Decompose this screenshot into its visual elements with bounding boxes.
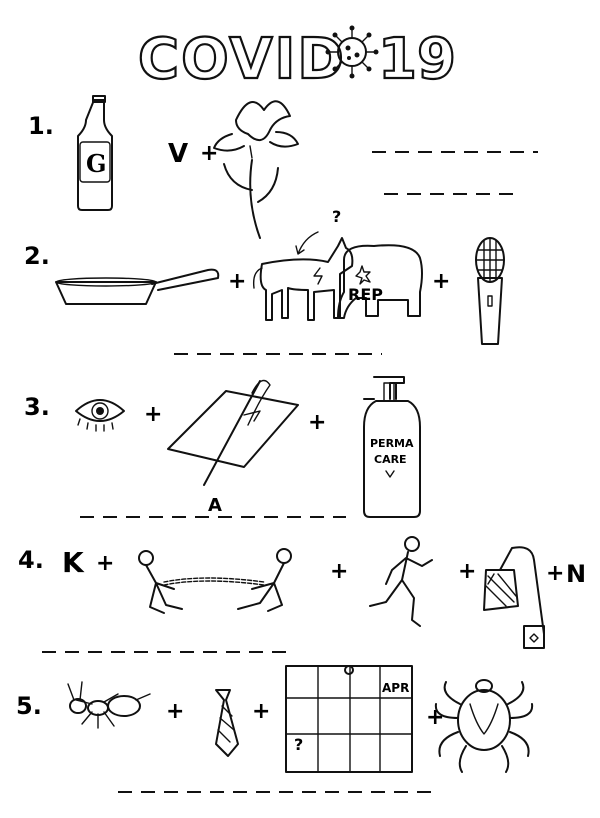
- beer-bottle-icon: G: [77, 95, 113, 211]
- needle-thread-icon: [167, 379, 299, 486]
- tie-icon: [215, 689, 239, 757]
- puzzle-2: 2. + ? REP +: [0, 200, 600, 370]
- lotion-bottle-icon: PERMA CARE: [363, 376, 421, 518]
- plus-sign: +: [144, 402, 162, 427]
- puzzle-title: COVID 19: [0, 0, 600, 93]
- puzzle-1: 1. G V +: [0, 90, 600, 240]
- svg-text:G: G: [86, 149, 107, 178]
- microphone-icon: [475, 237, 505, 345]
- elephant-icon: REP: [337, 244, 423, 319]
- plus-sign: +: [330, 559, 348, 584]
- puzzle-1-number: 1.: [28, 112, 54, 140]
- plus-sign: +: [546, 561, 564, 586]
- puzzle-2-question: ?: [332, 207, 341, 226]
- plus-sign: +: [96, 551, 114, 576]
- virus-icon: [325, 25, 379, 79]
- ant-icon: [67, 681, 151, 729]
- plus-sign: +: [166, 699, 184, 724]
- title-art: COVID 19: [137, 25, 457, 93]
- plus-sign: +: [458, 559, 476, 584]
- puzzle-2-number: 2.: [24, 242, 50, 270]
- arrow-icon: [295, 231, 319, 255]
- puzzle-4-letter-k: K: [62, 546, 85, 579]
- calendar-month: APR: [382, 681, 409, 695]
- plus-sign: +: [426, 705, 444, 730]
- bottle-label-line1: PERMA: [370, 437, 414, 450]
- plus-sign: +: [432, 269, 450, 294]
- frying-pan-icon: [55, 268, 220, 305]
- title-right: 19: [378, 27, 456, 92]
- tug-of-war-icon: [138, 548, 292, 614]
- title-left: COVID: [138, 27, 346, 92]
- plus-sign: +: [308, 410, 326, 435]
- eye-icon: [75, 399, 125, 432]
- calendar-icon: APR ?: [285, 665, 413, 773]
- tea-bag-icon: [483, 546, 545, 649]
- puzzle-5-number: 5.: [16, 692, 42, 720]
- iris-flower-icon: [213, 100, 299, 239]
- puzzle-4-letter-n: N: [566, 560, 586, 588]
- plus-sign: +: [252, 699, 270, 724]
- puzzle-4-number: 4.: [18, 546, 44, 574]
- bottle-label-line2: CARE: [374, 453, 407, 466]
- puzzle-3: 3. + A + PERMA CARE: [0, 365, 600, 525]
- elephant-sign: REP: [348, 285, 383, 304]
- plus-sign: +: [228, 269, 246, 294]
- puzzle-3-letter-a: A: [208, 495, 222, 516]
- puzzle-4: 4. K + + + + N: [0, 530, 600, 665]
- puzzle-1-letter-v: V: [168, 139, 188, 169]
- tick-icon: [434, 679, 534, 773]
- puzzle-5: 5. + + APR ? +: [0, 660, 600, 814]
- puzzle-3-number: 3.: [24, 393, 50, 421]
- runner-icon: [369, 536, 433, 627]
- calendar-question: ?: [294, 735, 303, 754]
- donkey-icon: [252, 237, 354, 321]
